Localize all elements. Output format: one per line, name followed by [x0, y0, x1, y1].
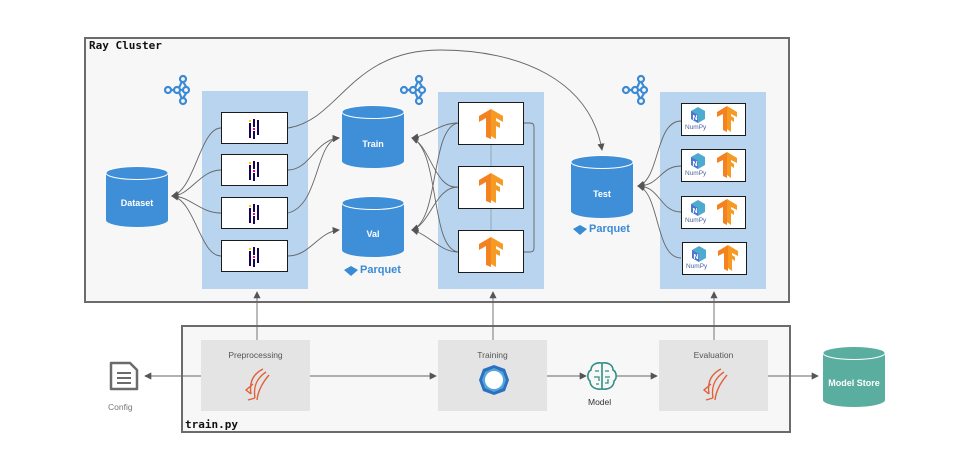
- train-py-title: train.py: [185, 418, 238, 431]
- edge-tf2-train: [411, 136, 459, 188]
- test-label: Test: [593, 189, 611, 199]
- ray-node-icon: [399, 74, 427, 106]
- evaluation-worker: [681, 149, 746, 182]
- evaluation-worker: [681, 103, 746, 136]
- edge-pandas1-test: [287, 49, 605, 151]
- pandas-icon: [249, 247, 259, 267]
- parquet-label: Parquet: [360, 264, 401, 276]
- edge-tf1-train: [411, 122, 459, 141]
- edge-pandas4-val: [287, 227, 340, 257]
- numpy-icon: N: [692, 246, 706, 262]
- dask-like-icon: [702, 368, 728, 401]
- tensorflow-icon: [717, 152, 737, 178]
- parquet-icon: [573, 225, 587, 235]
- train-datastore: [341, 105, 405, 168]
- training-step-label: Training: [477, 350, 508, 360]
- edge-tf2-val: [411, 186, 459, 232]
- svg-text:N: N: [693, 115, 698, 122]
- tensorflow-icon: [717, 199, 737, 225]
- model-store-datastore: [822, 346, 886, 407]
- edge-pandas3-train: [287, 134, 340, 214]
- test-datastore: [570, 155, 634, 218]
- evaluation-step: Evaluation: [659, 340, 768, 411]
- tensorflow-icon: [718, 245, 738, 271]
- edge-pandas1-dataset: [171, 127, 222, 198]
- numpy-label: NumPy: [685, 217, 707, 224]
- config-label: Config: [108, 402, 133, 412]
- edge-pandas3-dataset: [171, 192, 222, 214]
- numpy-label: NumPy: [685, 170, 707, 177]
- model-brain-icon: [587, 362, 617, 390]
- edge-pandas2-train: [287, 134, 340, 171]
- dataset-datastore: [105, 166, 169, 227]
- pandas-icon: [249, 119, 259, 139]
- val-datastore: [341, 196, 405, 257]
- config-file-icon: [109, 361, 139, 391]
- parquet-label: Parquet: [589, 223, 630, 235]
- edge-tf1-val: [411, 122, 459, 232]
- ray-node-icon: [163, 74, 191, 106]
- edge-tf3-val: [411, 228, 459, 253]
- val-label: Val: [366, 229, 380, 239]
- edge-tf3-train: [411, 137, 459, 253]
- training-step: Training: [438, 340, 547, 411]
- ray-cluster-title: Ray Cluster: [89, 39, 162, 52]
- tensorflow-icon: [479, 173, 503, 203]
- edge-eval1-test: [637, 120, 682, 188]
- edge-tf-allreduce: [524, 122, 535, 253]
- dataset-label: Dataset: [120, 198, 154, 208]
- evaluation-step-label: Evaluation: [693, 350, 734, 360]
- pandas-icon: [249, 161, 259, 181]
- edge-eval2-test: [637, 165, 682, 190]
- svg-text:N: N: [693, 161, 698, 168]
- ray-node-icon: [621, 74, 649, 106]
- preprocessing-step: Preprocessing: [201, 340, 310, 411]
- preprocessing-step-label: Preprocessing: [228, 350, 283, 360]
- evaluation-worker: [681, 196, 746, 229]
- tensorflow-icon: [717, 106, 737, 132]
- numpy-icon: N: [691, 153, 705, 169]
- pandas-icon: [249, 204, 259, 224]
- tensorflow-icon: [479, 237, 503, 267]
- model-label: Model: [588, 397, 612, 407]
- numpy-label: NumPy: [685, 124, 707, 131]
- evaluation-worker: [682, 242, 747, 275]
- numpy-icon: N: [691, 107, 705, 123]
- numpy-icon: N: [691, 200, 705, 216]
- edge-pandas4-dataset: [171, 193, 222, 257]
- ray-train-icon: [479, 365, 509, 395]
- edge-eval4-test: [637, 184, 682, 259]
- svg-text:N: N: [694, 254, 699, 261]
- train-label: Train: [362, 139, 384, 149]
- parquet-icon: [344, 266, 358, 276]
- svg-text:N: N: [693, 208, 698, 215]
- tensorflow-icon: [479, 109, 503, 139]
- numpy-label: NumPy: [686, 263, 708, 270]
- dask-like-icon: [244, 368, 270, 401]
- model-store-label: Model Store: [828, 378, 880, 388]
